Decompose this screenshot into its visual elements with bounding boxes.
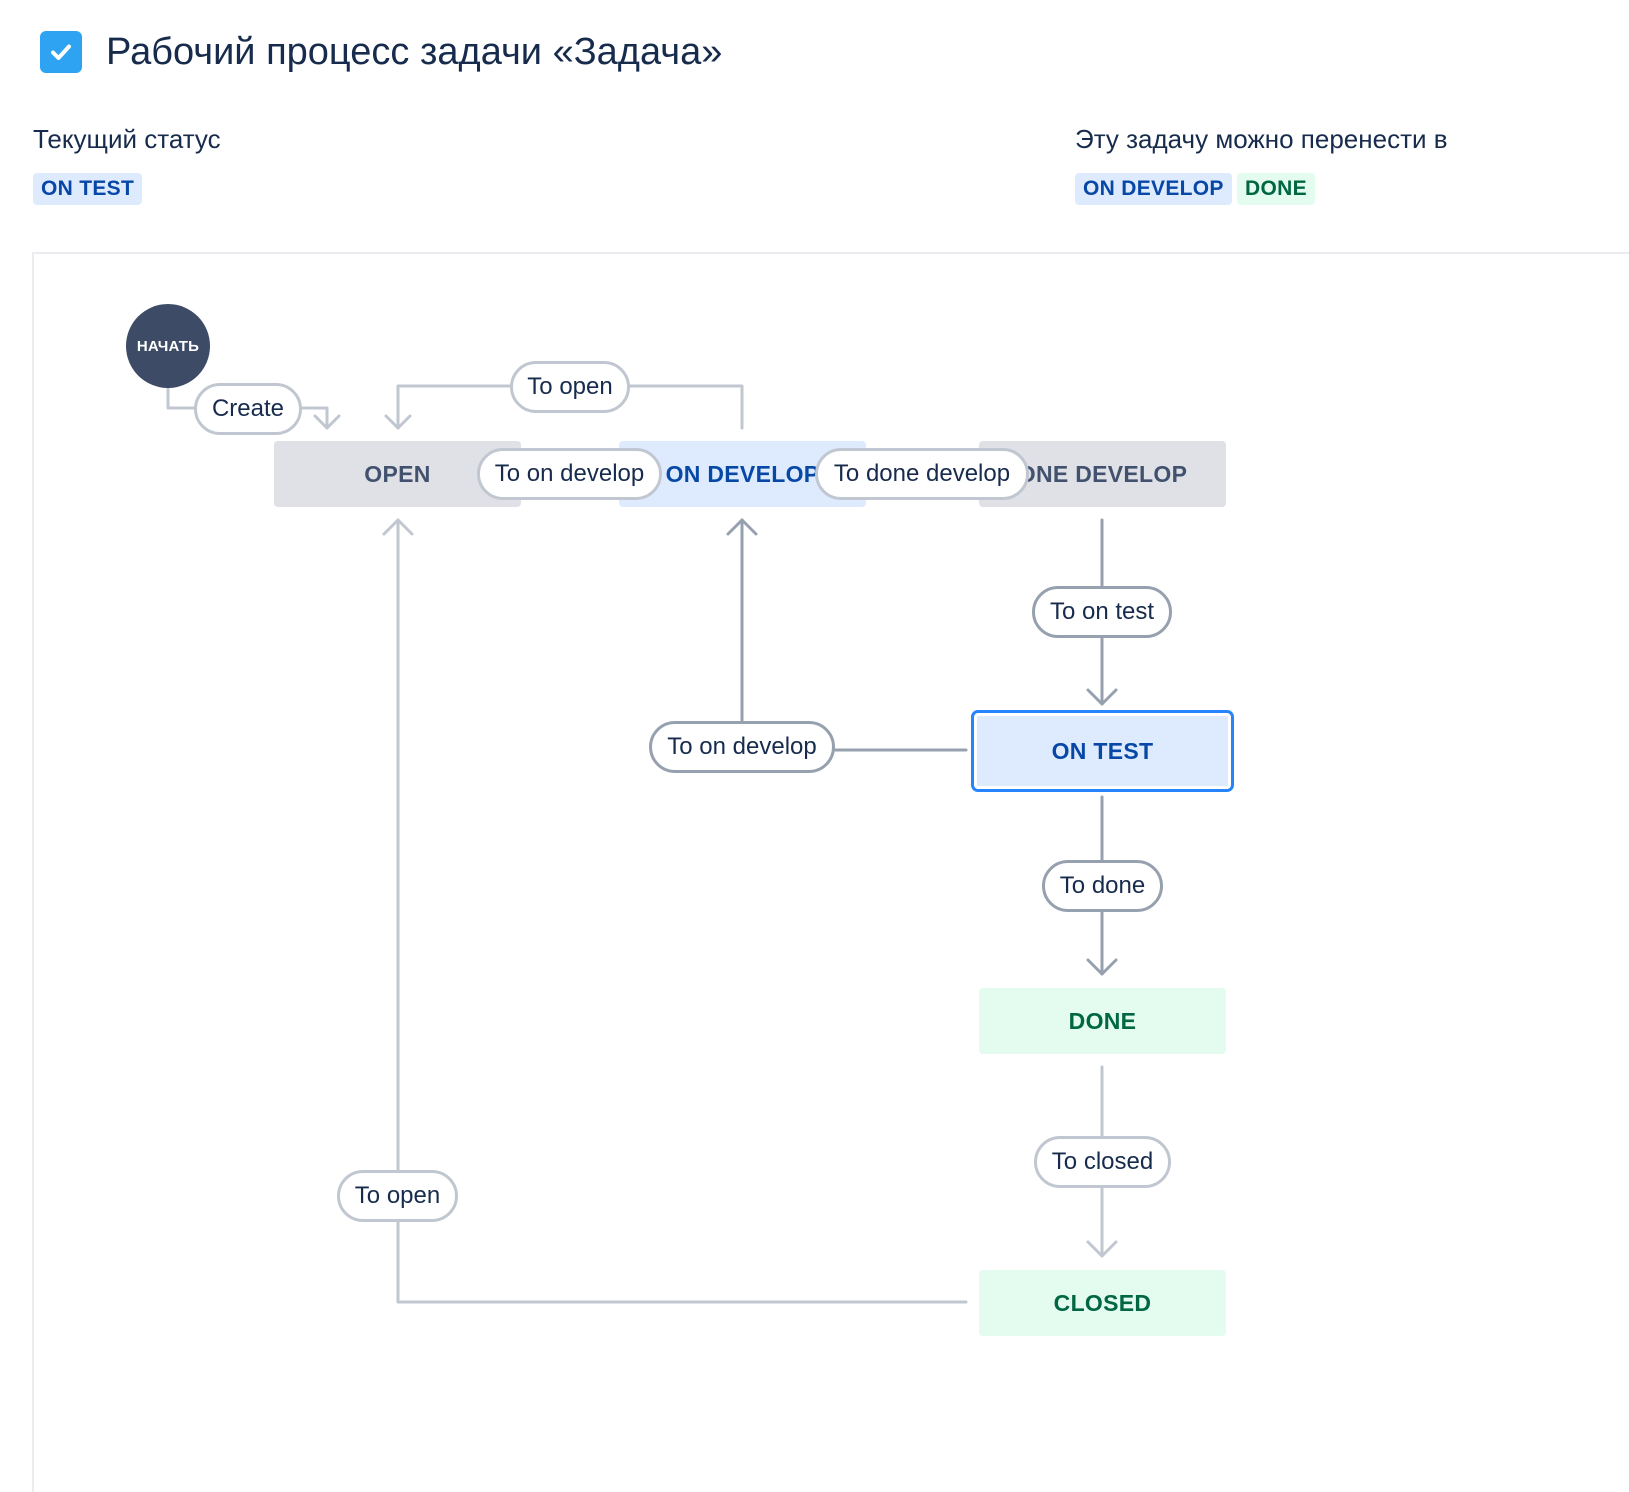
page-title: Рабочий процесс задачи «Задача»: [106, 30, 723, 73]
status-node-done[interactable]: DONE: [979, 988, 1226, 1054]
transition-to-closed[interactable]: To closed: [1034, 1136, 1171, 1188]
create-arrowhead: [313, 414, 341, 430]
transition-to-on-develop-top[interactable]: To on develop: [477, 448, 662, 500]
transition-target-on-develop[interactable]: ON DEVELOP: [1075, 173, 1232, 205]
to-on-develop-mid-arrowhead: [726, 518, 758, 536]
transition-to-on-test[interactable]: To on test: [1032, 586, 1172, 638]
to-on-develop-mid-connector: [740, 518, 968, 752]
to-done-arrowhead: [1086, 958, 1118, 976]
checkbox-icon: [40, 31, 82, 73]
current-status-label: Текущий статус: [33, 124, 221, 154]
start-node: НАЧАТЬ: [126, 304, 210, 388]
transition-to-open-bottom[interactable]: To open: [337, 1170, 458, 1222]
transition-to-on-develop-mid[interactable]: To on develop: [649, 721, 835, 773]
transitions-available-label: Эту задачу можно перенести в: [1075, 124, 1448, 154]
to-open-top-arrowhead: [384, 414, 412, 430]
to-closed-arrowhead: [1086, 1240, 1118, 1258]
to-open-bottom-connector: [396, 518, 968, 1304]
transition-to-open-top[interactable]: To open: [510, 361, 630, 413]
status-node-on-test-current[interactable]: ON TEST: [971, 710, 1234, 792]
to-on-test-arrowhead: [1086, 688, 1118, 706]
status-node-open[interactable]: OPEN: [274, 441, 521, 507]
to-open-bottom-arrowhead: [382, 518, 414, 536]
transition-target-done[interactable]: DONE: [1237, 173, 1315, 205]
transition-to-done-develop[interactable]: To done develop: [815, 448, 1029, 500]
transition-to-done[interactable]: To done: [1042, 860, 1163, 912]
current-status-lozenge: ON TEST: [33, 173, 143, 205]
workflow-diagram: [32, 252, 1629, 1492]
page-header: Рабочий процесс задачи «Задача»: [40, 28, 722, 76]
status-node-closed[interactable]: CLOSED: [979, 1270, 1226, 1336]
transition-create[interactable]: Create: [194, 383, 302, 435]
